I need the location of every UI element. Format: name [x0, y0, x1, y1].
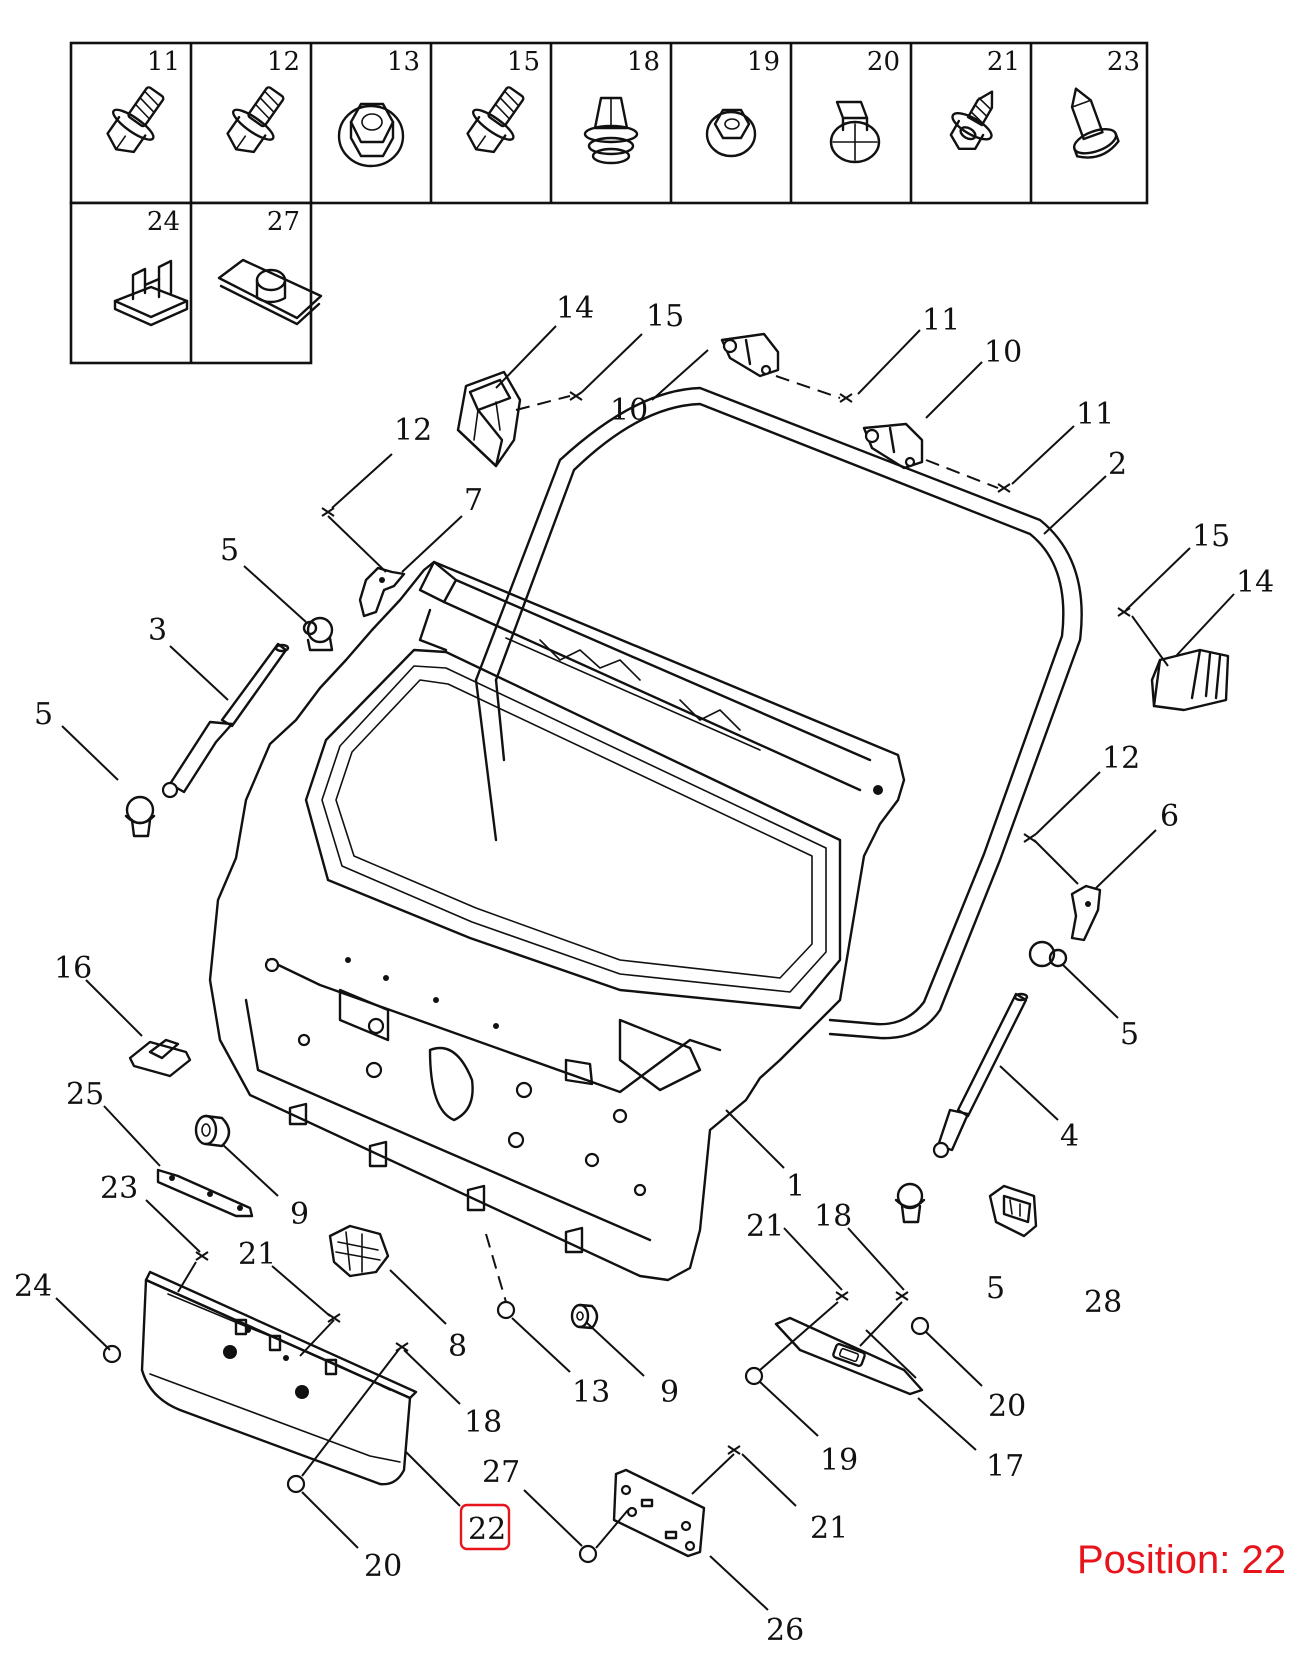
callout-6: 6	[1160, 799, 1179, 834]
lower-garnish-panel	[140, 1270, 418, 1486]
callout-16: 16	[54, 951, 92, 986]
weatherstrip-seal	[474, 386, 1083, 1040]
speed-nut-icon	[217, 258, 323, 326]
rubber-bumper	[194, 1114, 231, 1148]
hinge-lower	[862, 422, 924, 470]
callout-13: 13	[572, 1375, 610, 1410]
callout-26: 26	[766, 1613, 804, 1648]
screw-washer-icon	[949, 90, 994, 151]
flange-bolt-icon	[466, 86, 525, 154]
flange-bolt-icon	[106, 86, 165, 154]
table-cell-label: 19	[747, 47, 780, 77]
rubber-bumper	[570, 1303, 599, 1330]
washer-ring	[744, 1366, 764, 1386]
leader-lines	[55, 325, 1235, 1611]
callout-14: 14	[556, 291, 594, 326]
table-cell-label: 12	[267, 47, 300, 77]
callout-2: 2	[1108, 447, 1127, 482]
table-cell-label: 15	[507, 47, 540, 77]
fastener-table: 11 12 13 15 18 19 20 21 23 24 27	[69, 41, 1149, 365]
gas-strut-left	[161, 642, 290, 799]
callout-5: 5	[986, 1271, 1005, 1306]
washer-ring	[910, 1316, 930, 1336]
block-clip-icon	[113, 259, 189, 327]
callout-28: 28	[1084, 1285, 1122, 1320]
license-plate-bracket	[612, 1468, 706, 1558]
callout-9: 9	[290, 1197, 309, 1232]
highlight-box	[459, 1503, 511, 1551]
table-cell-label: 23	[1107, 47, 1140, 77]
ball-stud	[302, 616, 334, 652]
callout-4: 4	[1060, 1119, 1079, 1154]
bump-stop-left	[456, 370, 522, 468]
washer-ring	[102, 1344, 122, 1364]
flange-bolt-icon	[226, 86, 285, 154]
callout-27: 27	[482, 1455, 520, 1490]
washer-ring	[496, 1300, 516, 1320]
mounting-rail	[156, 1168, 254, 1218]
callout-10: 10	[610, 393, 648, 428]
position-indicator: Position: 22	[1076, 1538, 1286, 1582]
hinge-upper	[720, 332, 780, 378]
ball-stud	[894, 1182, 926, 1224]
callout-1: 1	[786, 1169, 805, 1204]
hex-nut-icon	[705, 108, 757, 158]
ball-stud	[1028, 940, 1068, 968]
trim-clip	[128, 1038, 192, 1078]
table-cell-label: 20	[867, 47, 900, 77]
push-clip-icon	[583, 96, 639, 165]
license-lamp-garnish	[774, 1316, 924, 1396]
callout-19: 19	[820, 1443, 858, 1478]
callout-14: 14	[1236, 565, 1274, 600]
table-cell-label: 24	[147, 207, 180, 237]
callout-8: 8	[448, 1329, 467, 1364]
callout-5: 5	[220, 533, 239, 568]
callout-9: 9	[660, 1375, 679, 1410]
callout-11: 11	[922, 303, 960, 338]
callout-18: 18	[814, 1199, 852, 1234]
callout-21: 21	[746, 1209, 784, 1244]
table-cell-label: 18	[627, 47, 660, 77]
tailgate-latch	[988, 1184, 1038, 1238]
stud-pin-icon	[1070, 87, 1120, 159]
callout-17: 17	[986, 1449, 1024, 1484]
washer-ring	[286, 1474, 306, 1494]
callout-15: 15	[646, 299, 684, 334]
bracket-left	[358, 566, 406, 618]
table-cell-label: 21	[987, 47, 1020, 77]
callout-20: 20	[364, 1549, 402, 1584]
callout-21: 21	[238, 1237, 276, 1272]
callout-11: 11	[1076, 397, 1114, 432]
callout-labels: 14 15 10 11 10 11 2 12 7 5 3 5 15 14 12 …	[14, 291, 1274, 1648]
clip-nut-icon	[829, 100, 881, 164]
ball-stud	[124, 795, 156, 838]
callout-7: 7	[464, 483, 483, 518]
flange-nut-icon	[337, 102, 405, 168]
rear-camera-housing	[328, 1224, 390, 1278]
callout-24: 24	[14, 1269, 52, 1304]
bracket-right	[1070, 884, 1102, 942]
callout-18: 18	[464, 1405, 502, 1440]
callout-12: 12	[394, 413, 432, 448]
callout-20: 20	[988, 1389, 1026, 1424]
callout-22: 22	[468, 1512, 506, 1547]
table-cell-label: 11	[147, 47, 180, 77]
table-cell-label: 27	[267, 207, 300, 237]
callout-23: 23	[100, 1171, 138, 1206]
callout-15: 15	[1192, 519, 1230, 554]
callout-25: 25	[66, 1077, 104, 1112]
gas-strut-right	[932, 992, 1029, 1159]
callout-5: 5	[1120, 1017, 1139, 1052]
callout-3: 3	[148, 613, 167, 648]
callout-5: 5	[34, 697, 53, 732]
washer-ring	[578, 1544, 598, 1564]
tailgate-panel	[208, 560, 906, 1282]
callout-10: 10	[984, 335, 1022, 370]
callout-12: 12	[1102, 741, 1140, 776]
table-cell-label: 13	[387, 47, 420, 77]
bump-stop-right	[1150, 648, 1230, 712]
callout-21: 21	[810, 1511, 848, 1546]
